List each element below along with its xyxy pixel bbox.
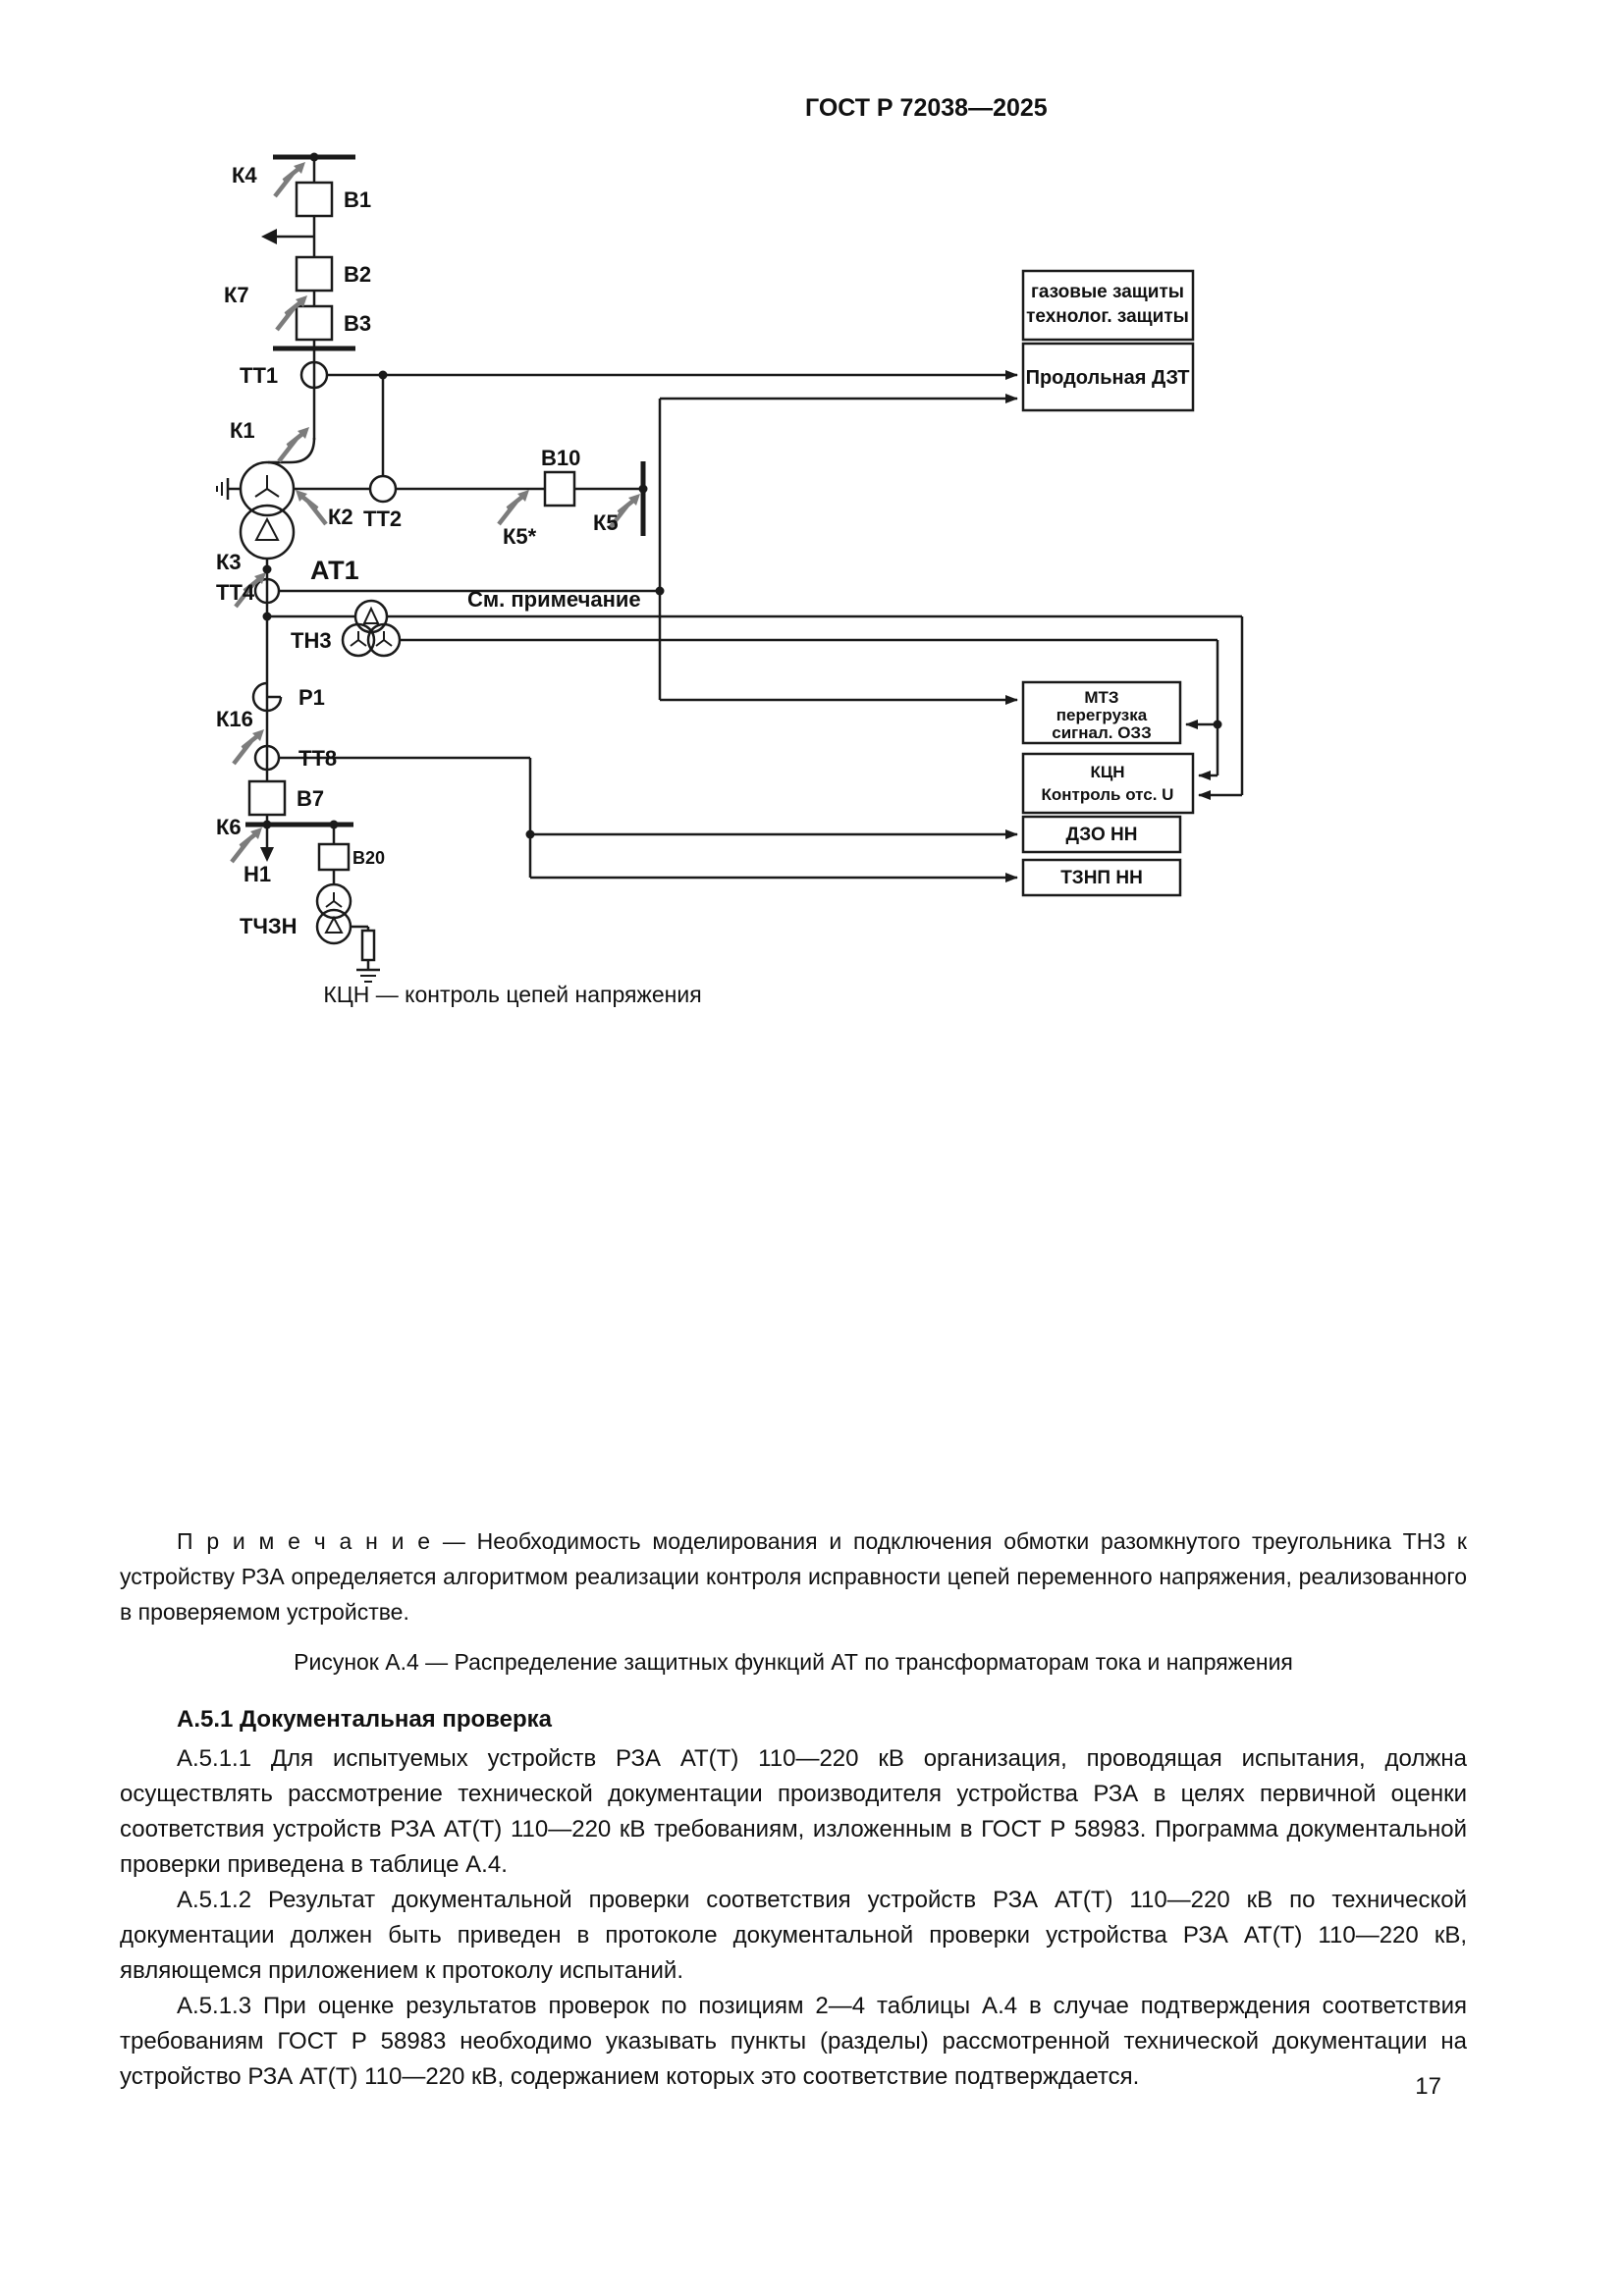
box-mtz-line2: перегрузка: [1056, 706, 1148, 724]
box-dzt-label: Продольная ДЗТ: [1026, 367, 1190, 389]
section-a51: А.5.1 Документальная проверка А.5.1.1 Дл…: [120, 1702, 1467, 2095]
label-k7: К7: [224, 283, 249, 307]
protection-boxes: газовые защиты технолог. защиты Продольн…: [1021, 269, 1195, 897]
junction-dots: [262, 152, 1222, 839]
breakers: [247, 181, 576, 872]
box-gas-line2: технолог. защиты: [1026, 306, 1189, 327]
running-header: ГОСТ Р 72038—2025: [805, 94, 1048, 122]
label-v3: В3: [344, 311, 371, 336]
figure-legend: КЦН — контроль цепей напряжения: [323, 982, 702, 1007]
breaker-v7: [247, 779, 287, 817]
breaker-v1: [295, 181, 334, 218]
page-number: 17: [1415, 2073, 1441, 2100]
voltage-transformer-tn3: [341, 599, 402, 658]
ct-tt8: [253, 744, 281, 772]
label-k4: К4: [232, 163, 257, 187]
box-dzo: ДЗО НН: [1021, 815, 1182, 854]
label-at1: АТ1: [310, 556, 359, 585]
label-tchzn: ТЧЗН: [240, 914, 298, 938]
paragraph-a512: А.5.1.2 Результат документальной проверк…: [120, 1887, 1467, 1984]
box-kcn: КЦН Контроль отс. U: [1021, 752, 1195, 815]
section-heading: А.5.1 Документальная проверка: [177, 1706, 552, 1733]
box-tznp-label: ТЗНП НН: [1060, 868, 1143, 888]
label-n1: Н1: [244, 862, 271, 886]
label-tt4: ТТ4: [216, 580, 255, 605]
figure-caption: Рисунок А.4 — Распределение защитных фун…: [294, 1649, 1293, 1675]
ct-tt4: [253, 577, 281, 605]
ground-at1: [216, 478, 241, 500]
label-tt2: ТТ2: [363, 507, 402, 531]
current-transformers: [253, 360, 398, 772]
label-k5: К5: [593, 510, 619, 535]
label-tt8: ТТ8: [298, 746, 337, 771]
label-k2: К2: [328, 505, 353, 529]
box-mtz: МТЗ перегрузка сигнал. ОЗЗ: [1021, 680, 1182, 745]
note-body: — Необходимость моделирования и подключе…: [120, 1528, 1467, 1625]
label-v2: В2: [344, 262, 371, 287]
label-k1: К1: [230, 418, 255, 443]
label-r1: Р1: [298, 685, 325, 710]
box-dzt: Продольная ДЗТ: [1021, 342, 1195, 412]
box-mtz-line1: МТЗ: [1084, 688, 1118, 707]
breaker-v10: [543, 470, 576, 507]
box-kcn-line1: КЦН: [1090, 763, 1124, 781]
paragraph-a513: А.5.1.3 При оценке результатов проверок …: [120, 1993, 1467, 2090]
autotransformer-at1: [239, 460, 296, 561]
label-see-note: См. примечание: [467, 587, 641, 612]
equipment-labels: К4 В1 В2 К7 В3 ТТ1 К1 АТ1 К2 ТТ2 В10 К5*…: [216, 163, 641, 938]
reactor-r1: [251, 681, 283, 713]
resistor: [360, 929, 376, 962]
breaker-v3: [295, 304, 334, 342]
note-paragraph: П р и м е ч а н и е — Необходимость моде…: [120, 1523, 1467, 1629]
label-tt1: ТТ1: [240, 363, 278, 388]
ct-tt1: [299, 360, 329, 390]
label-k16: К16: [216, 707, 253, 731]
box-kcn-line2: Контроль отс. U: [1042, 785, 1174, 804]
paragraph-a511: А.5.1.1 Для испытуемых устройств РЗА АТ(…: [120, 1745, 1467, 1878]
fault-k5a-icon: [499, 490, 529, 524]
note-label: П р и м е ч а н и е: [177, 1528, 432, 1554]
fault-k16-icon: [234, 729, 264, 764]
label-k6: К6: [216, 815, 242, 839]
fault-k1-icon: [279, 427, 309, 461]
breaker-v20: [317, 842, 351, 872]
label-k3: К3: [216, 550, 242, 574]
box-mtz-line3: сигнал. ОЗЗ: [1052, 723, 1151, 742]
grounding-transformer-tchzn: [315, 882, 376, 962]
figure-a4-diagram: газовые защиты технолог. защиты Продольн…: [216, 152, 1244, 983]
label-v10: В10: [541, 446, 580, 470]
fault-k2-icon: [296, 490, 326, 524]
box-tznp: ТЗНП НН: [1021, 858, 1182, 897]
box-gas-protections: газовые защиты технолог. защиты: [1021, 269, 1195, 342]
label-v20: В20: [352, 848, 385, 868]
label-tn3: ТН3: [291, 628, 332, 653]
breaker-v2: [295, 255, 334, 293]
ct-tt2: [368, 474, 398, 504]
label-v7: В7: [297, 786, 324, 811]
ground-tchzn: [356, 968, 380, 983]
label-v1: В1: [344, 187, 371, 212]
label-k5a: К5*: [503, 524, 537, 549]
box-gas-line1: газовые защиты: [1031, 282, 1184, 302]
wires: [260, 157, 1244, 970]
box-dzo-label: ДЗО НН: [1066, 825, 1138, 845]
